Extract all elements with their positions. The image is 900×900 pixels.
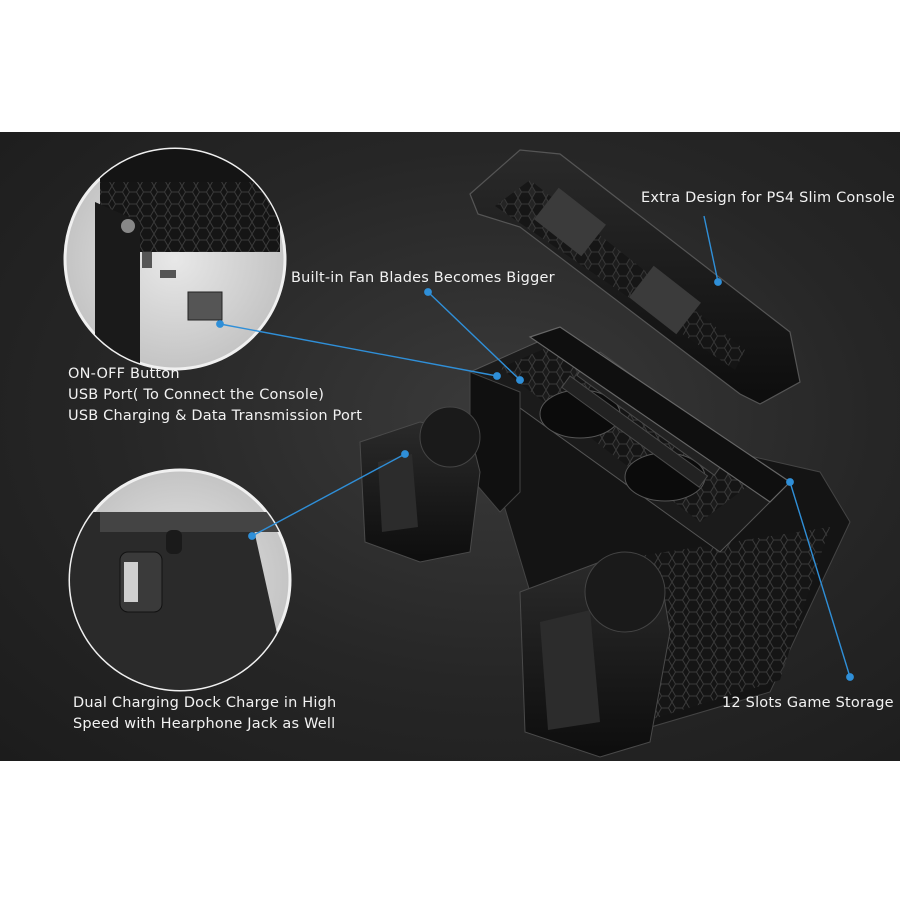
slim-bracket bbox=[469, 149, 801, 405]
dock-zoom bbox=[68, 468, 292, 692]
callout-dot-ports-end bbox=[493, 372, 501, 380]
game-storage-label: 12 Slots Game Storage bbox=[722, 695, 894, 711]
product-panel: Extra Design for PS4 Slim Console Built-… bbox=[0, 132, 900, 761]
ports-label-line-2: USB Port( To Connect the Console) bbox=[68, 387, 325, 403]
product-illustration bbox=[63, 147, 854, 758]
callout-dot-ports bbox=[216, 320, 224, 328]
fan-blades-label: Built-in Fan Blades Becomes Bigger bbox=[291, 270, 555, 286]
ports-label-line-3: USB Charging & Data Transmission Port bbox=[68, 408, 363, 424]
callout-dot-dock bbox=[248, 532, 256, 540]
ports-label-line-1: ON-OFF Button bbox=[68, 366, 180, 382]
callout-line-dock bbox=[251, 453, 406, 537]
callout-line-fan bbox=[427, 291, 521, 381]
callout-lines bbox=[216, 215, 854, 681]
slim-console-label: Extra Design for PS4 Slim Console bbox=[641, 190, 896, 206]
callout-line-ports bbox=[219, 323, 498, 377]
callout-line-storage bbox=[789, 481, 851, 678]
charging-dock-label-line-2: Speed with Hearphone Jack as Well bbox=[73, 716, 336, 732]
ports-label: ON-OFF Button USB Port( To Connect the C… bbox=[68, 364, 362, 427]
ports-zoom bbox=[63, 147, 287, 371]
charging-stand bbox=[359, 326, 851, 758]
callout-dot-slim bbox=[714, 278, 722, 286]
callout-line-slim bbox=[703, 215, 719, 283]
callout-dot-fan-end bbox=[516, 376, 524, 384]
callout-dot-fan bbox=[424, 288, 432, 296]
callout-dot-dock-end bbox=[401, 450, 409, 458]
charging-dock-label-line-1: Dual Charging Dock Charge in High bbox=[73, 695, 337, 711]
callout-dot-storage-end bbox=[846, 673, 854, 681]
charging-dock-label: Dual Charging Dock Charge in High Speed … bbox=[73, 693, 336, 735]
callout-dot-storage bbox=[786, 478, 794, 486]
